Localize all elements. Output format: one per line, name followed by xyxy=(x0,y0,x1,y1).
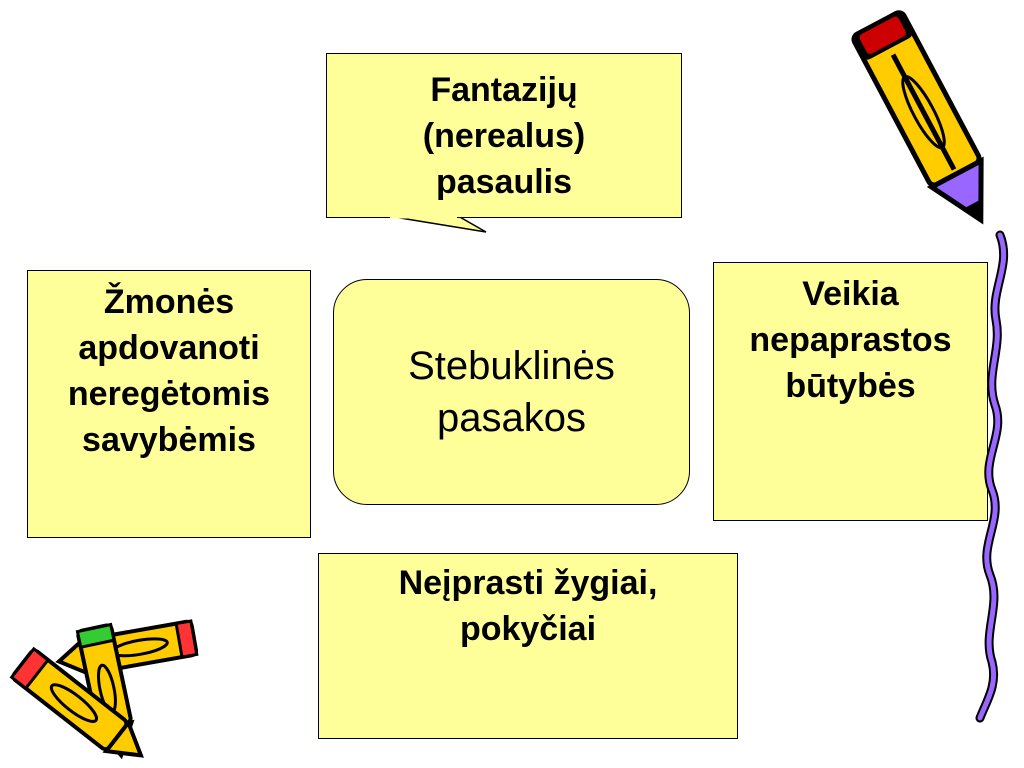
unusual-feats-text: Neįprasti žygiai, pokyčiai xyxy=(398,564,658,648)
people-gifted-box: Žmonės apdovanoti neregėtomis savybėmis xyxy=(27,270,311,538)
unusual-feats-box: Neįprasti žygiai, pokyčiai xyxy=(318,553,738,739)
fantasy-world-text: Fantazijų (nerealus) pasaulis xyxy=(422,70,586,201)
extraordinary-beings-box: Veikia nepaprastos būtybės xyxy=(713,262,988,521)
extraordinary-beings-text: Veikia nepaprastos būtybės xyxy=(749,275,952,405)
fairy-tales-center-box: Stebuklinės pasakos xyxy=(333,279,690,505)
people-gifted-text: Žmonės apdovanoti neregėtomis savybėmis xyxy=(67,283,271,459)
fantasy-world-callout: Fantazijų (nerealus) pasaulis xyxy=(326,53,682,218)
fairy-tales-title: Stebuklinės pasakos xyxy=(408,344,615,440)
